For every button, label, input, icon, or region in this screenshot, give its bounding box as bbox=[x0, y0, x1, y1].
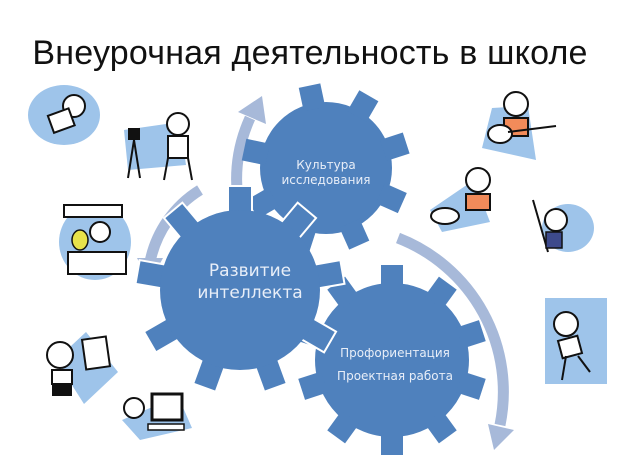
skater-boy-icon bbox=[545, 298, 607, 384]
slide-title: Внеурочная деятельность в школе bbox=[32, 34, 588, 72]
computer-boy-icon bbox=[122, 392, 192, 440]
dog-boy-icon bbox=[430, 167, 491, 232]
gear-top-line-2: исследования bbox=[281, 173, 371, 187]
chemistry-boy-icon bbox=[59, 204, 131, 280]
gear-left-label: Развитие интеллекта bbox=[180, 260, 320, 304]
report-boy-icon bbox=[46, 332, 118, 404]
hockey-boy-icon bbox=[532, 199, 594, 253]
astronaut-boy-icon bbox=[28, 85, 100, 145]
gear-top-label: Культура исследования bbox=[266, 158, 386, 188]
gear-bottom-line-1: Профориентация bbox=[340, 346, 450, 360]
gear-left-line-1: Развитие bbox=[208, 261, 292, 281]
gear-top bbox=[241, 83, 410, 251]
gear-bottom-label: Профориентация Проектная работа bbox=[320, 342, 470, 388]
gear-top-line-1: Культура bbox=[296, 158, 356, 172]
gear-bottom-line-2: Проектная работа bbox=[337, 368, 453, 383]
right-arrow bbox=[396, 232, 514, 450]
gear-left-line-2: интеллекта bbox=[197, 283, 303, 304]
gear-left bbox=[134, 185, 346, 394]
camera-boy-icon bbox=[124, 112, 193, 181]
guitar-boy-icon bbox=[482, 91, 557, 160]
